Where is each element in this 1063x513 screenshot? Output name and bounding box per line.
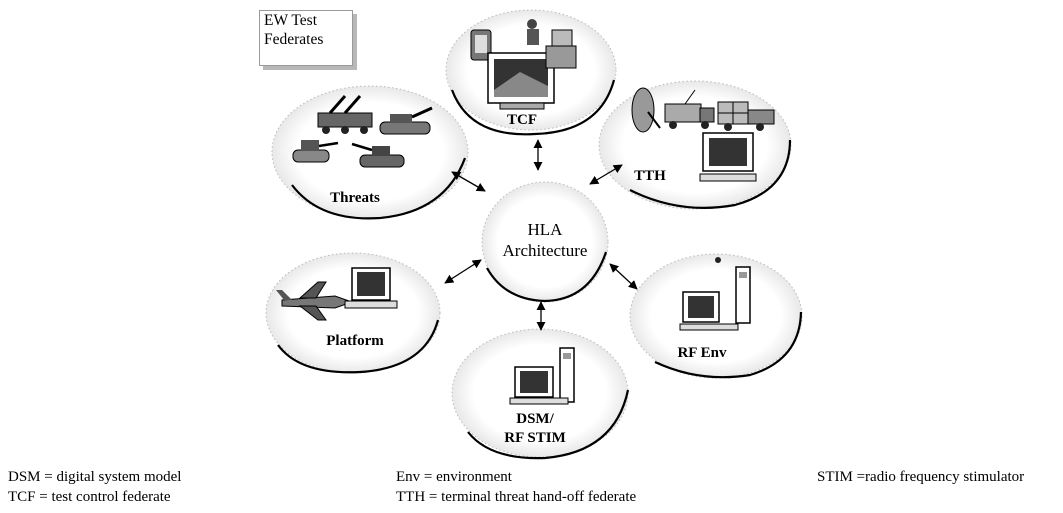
title-line-1: EW Test — [264, 12, 318, 29]
dsm-label-line-2: RF STIM — [504, 430, 566, 446]
legend-dsm: DSM = digital system model — [8, 469, 182, 485]
rf-env-label: RF Env — [677, 345, 727, 361]
connector-rf-env — [609, 263, 638, 290]
dsm-label-line-1: DSM/ — [516, 411, 554, 427]
title-line-2: Federates — [264, 31, 324, 48]
hub-node — [481, 181, 609, 303]
tth-node — [598, 80, 792, 210]
computer-tower-icon — [509, 347, 575, 405]
truck-icon — [717, 101, 775, 131]
title-box: EW Test Federates — [259, 10, 353, 66]
connector-threats — [451, 171, 486, 192]
legend-env: Env = environment — [396, 469, 512, 485]
tank-icon — [292, 140, 339, 163]
connector-platform — [444, 259, 482, 284]
tank-icon — [379, 106, 433, 135]
legend-stim: STIM =radio frequency stimulator — [817, 469, 1025, 485]
computer-icon — [344, 267, 398, 309]
hub-line-1: HLA — [528, 220, 564, 239]
operator-workstation-icon — [470, 19, 577, 110]
truck-icon — [664, 89, 715, 129]
tth-label: TTH — [634, 168, 666, 184]
connector-tth — [589, 164, 623, 185]
computer-tower-icon — [679, 257, 751, 331]
legend-tth: TTH = terminal threat hand-off federate — [396, 489, 637, 505]
platform-label: Platform — [326, 333, 384, 349]
tcf-label: TCF — [507, 112, 537, 128]
hub-line-2: Architecture — [503, 241, 588, 260]
radar-dish-icon — [631, 87, 661, 133]
threats-label: Threats — [330, 190, 380, 206]
tank-icon — [351, 142, 405, 168]
platform-node — [265, 252, 441, 374]
fighter-jet-icon — [276, 281, 354, 321]
missile-launcher-icon — [317, 95, 373, 134]
computer-icon — [699, 132, 757, 182]
legend-tcf: TCF = test control federate — [8, 489, 171, 505]
